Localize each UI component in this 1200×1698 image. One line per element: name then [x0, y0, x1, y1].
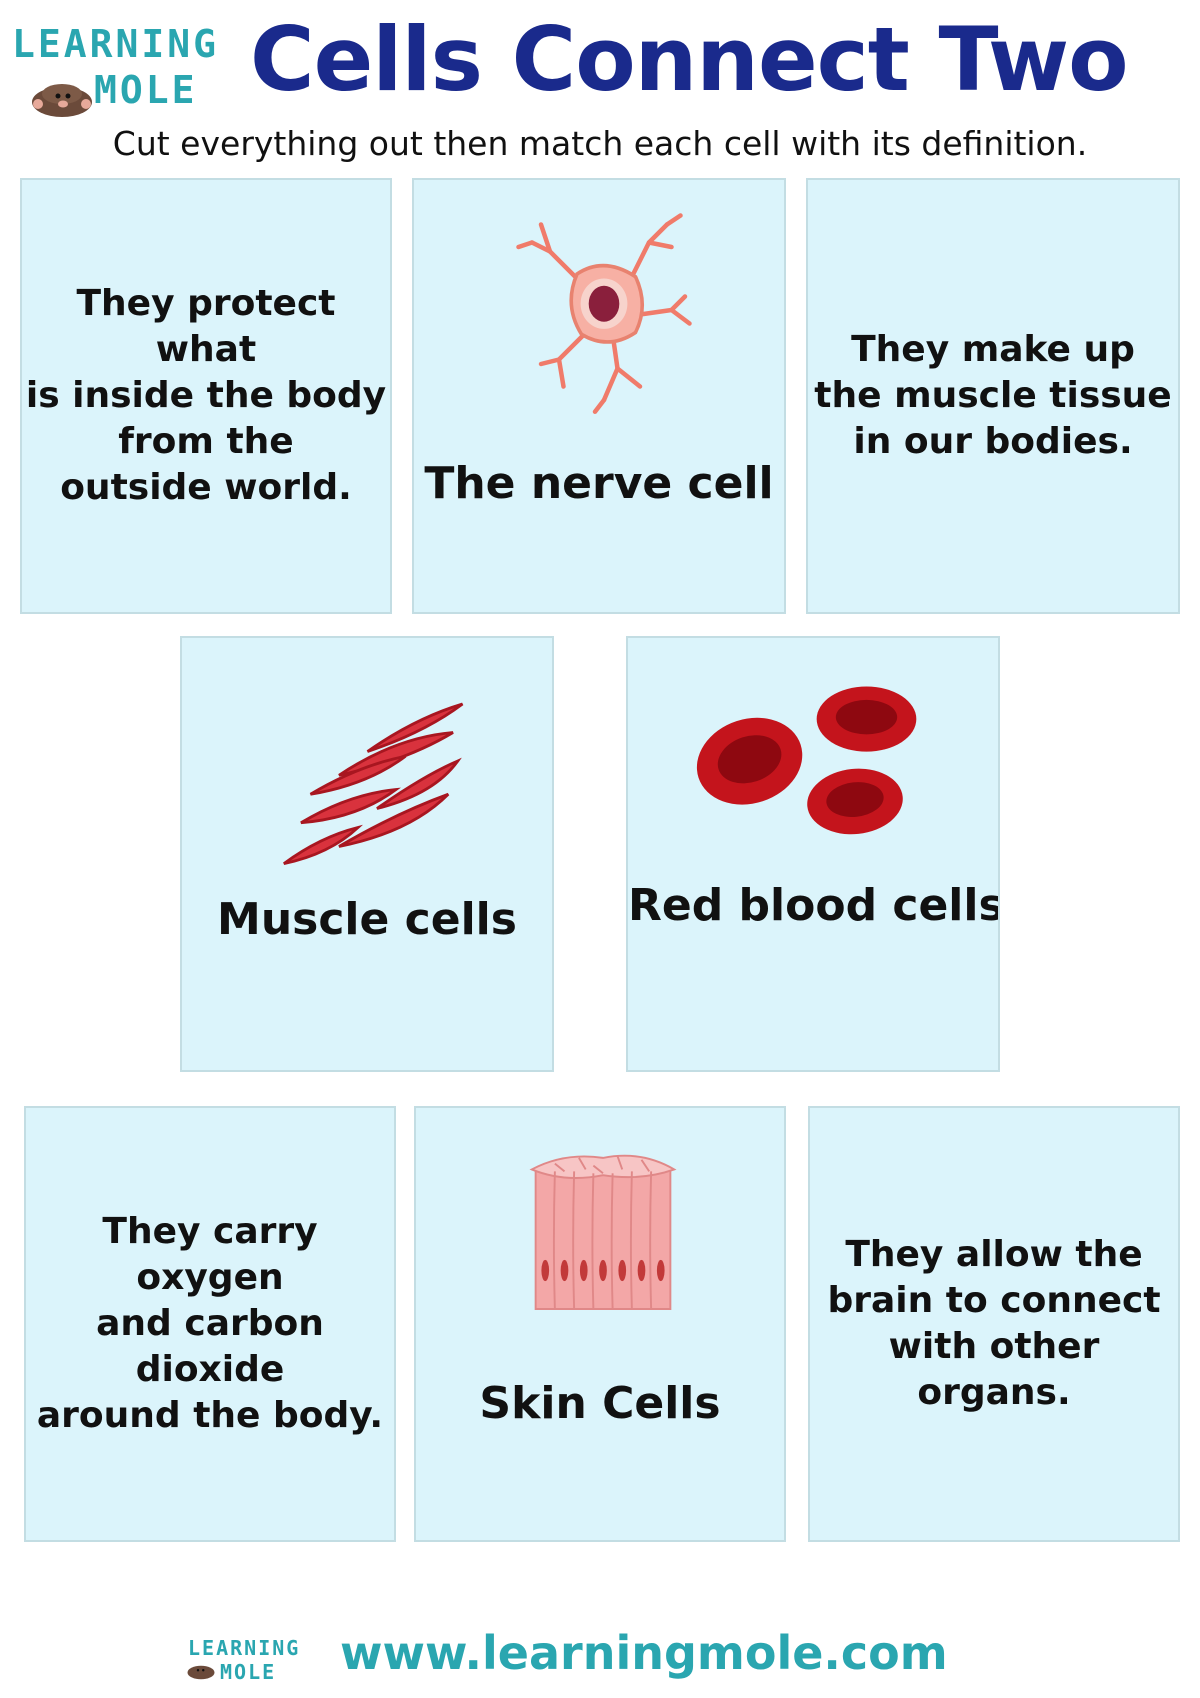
footer-logo-mole: MOLE: [220, 1660, 277, 1684]
card-nerve-cell[interactable]: The nerve cell: [412, 178, 786, 614]
website-link[interactable]: www.learningmole.com: [340, 1626, 948, 1680]
card-label: Muscle cells: [217, 894, 517, 945]
nerve-cell-icon: [516, 213, 692, 414]
definition-text: They protect what is inside the body fro…: [25, 283, 387, 508]
card-red-blood-cells[interactable]: Red blood cells: [626, 636, 1000, 1072]
card-protect-definition[interactable]: They protect what is inside the body fro…: [20, 178, 392, 614]
instructions: Cut everything out then match each cell …: [112, 124, 1088, 163]
mole-icon: [187, 1665, 215, 1680]
skin-cells-icon: [529, 1154, 677, 1310]
red-blood-cells-icon: [696, 686, 917, 835]
card-label: Red blood cells: [628, 880, 1000, 931]
card-muscle-definition[interactable]: They make up the muscle tissue in our bo…: [806, 178, 1180, 614]
card-label: The nerve cell: [424, 458, 774, 509]
card-carry-definition[interactable]: They carry oxygen and carbon dioxide aro…: [24, 1106, 396, 1542]
logo-text-learning: LEARNING: [12, 22, 220, 66]
definition-text: They allow the brain to connect with oth…: [827, 1234, 1161, 1413]
logo-text-mole: MOLE: [94, 68, 198, 112]
footer-logo-learning: LEARNING: [188, 1636, 301, 1660]
mole-icon: [32, 84, 92, 117]
muscle-cells-icon: [283, 702, 464, 865]
footer-logo: LEARNING MOLE: [186, 1636, 298, 1686]
definition-text: They carry oxygen and carbon dioxide aro…: [36, 1211, 384, 1436]
definition-text: They make up the muscle tissue in our bo…: [814, 329, 1172, 462]
card-skin-cells[interactable]: Skin Cells: [414, 1106, 786, 1542]
card-label: Skin Cells: [479, 1378, 721, 1429]
learning-mole-logo: LEARNING MOLE: [10, 22, 216, 117]
page-title: Cells Connect Two: [250, 8, 1129, 111]
card-muscle-cells[interactable]: Muscle cells: [180, 636, 554, 1072]
card-brain-definition[interactable]: They allow the brain to connect with oth…: [808, 1106, 1180, 1542]
